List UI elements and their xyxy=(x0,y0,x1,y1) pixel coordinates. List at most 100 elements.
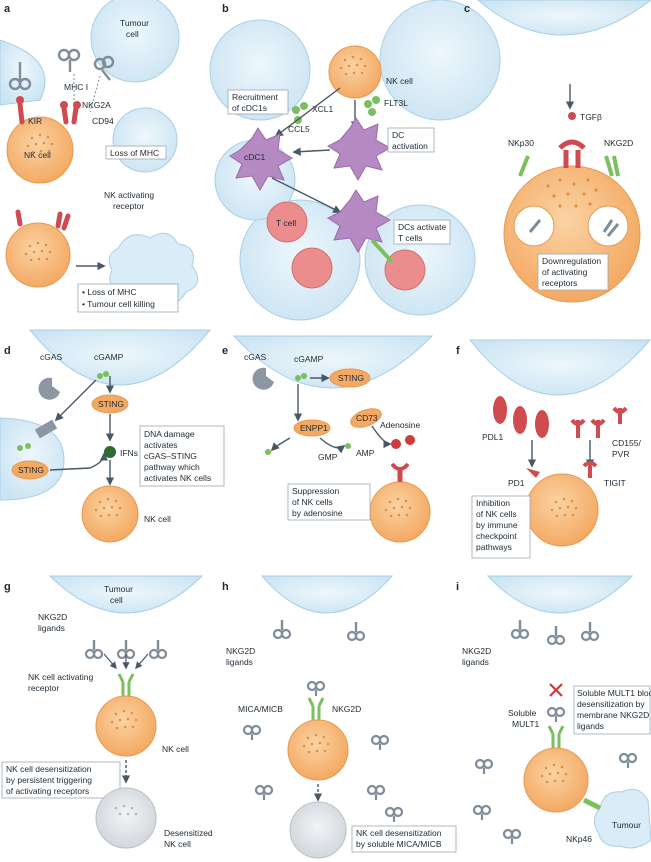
dna-damage-label-4: pathway which xyxy=(144,462,200,472)
tumour-cell-left xyxy=(0,417,65,501)
tumour-cell-top xyxy=(232,335,434,389)
cdc1-label: cDC1 xyxy=(244,152,266,162)
soluble-mult1-label-2: MULT1 xyxy=(512,719,540,729)
panel-letter: e xyxy=(222,345,228,357)
tumour-cell xyxy=(486,575,634,614)
tumour-cell-edge xyxy=(0,39,46,106)
enpp1-enzyme xyxy=(293,419,331,437)
tumour-cell-label: Tumour xyxy=(120,18,149,28)
cgas-label: cGAS xyxy=(244,352,267,362)
dc-cell-bottom xyxy=(327,189,392,254)
sting-top-label: STING xyxy=(98,399,124,409)
panel-h: h NKG2D ligands MICA/MICB NKG2D NK cell … xyxy=(222,575,457,859)
downregulation-label-3: receptors xyxy=(542,278,577,288)
pdl1-label: PDL1 xyxy=(482,432,504,442)
cgas-icon xyxy=(252,367,274,390)
bullet-2: • Tumour cell killing xyxy=(82,299,155,309)
panel-letter: g xyxy=(4,581,11,593)
bullet-1: • Loss of MHC xyxy=(82,287,136,297)
tumour-label: Tumour xyxy=(612,820,641,830)
desensitized-nk-cell xyxy=(289,801,347,859)
nkg2d-ligands-label: NKG2D xyxy=(226,646,255,656)
desensitization-label-2: by persistent triggering xyxy=(6,775,92,785)
panel-letter: b xyxy=(222,3,229,15)
adenosine-dot-2 xyxy=(405,435,415,445)
panel-f: f PDL1 CD155/ PVR PD1 TIGIT Inhibition o… xyxy=(456,339,651,559)
nkg2d-ligands-label-2: ligands xyxy=(226,657,253,667)
panel-d: d cGAS cGAMP STING STING IFNs DNA damage… xyxy=(0,329,225,543)
inhibition-label-4: checkpoint xyxy=(476,531,517,541)
nkg2d-ligands-label-2: ligands xyxy=(38,623,65,633)
tumour-cell-label: Tumour xyxy=(104,584,133,594)
t-cell-label: T cell xyxy=(276,218,296,228)
blocks-label-2: desensitization by xyxy=(577,699,645,709)
suppression-label-3: by adenosine xyxy=(292,508,343,518)
nkg2d-ligands-label: NKG2D xyxy=(462,646,491,656)
nkg2d-ligands-label: NKG2D xyxy=(38,612,67,622)
cgas-label: cGAS xyxy=(40,352,63,362)
tumour-cell xyxy=(48,575,204,614)
nk-cell-label: NK cell xyxy=(386,76,413,86)
inhibition-label: Inhibition xyxy=(476,498,510,508)
inhibition-label-2: of NK cells xyxy=(476,509,517,519)
nk-cell xyxy=(287,719,349,781)
nkg2d-label: NKG2D xyxy=(332,704,361,714)
nk-cell-label: NK cell xyxy=(144,514,171,524)
tumour-cell xyxy=(260,575,394,614)
dcs-activate-label: DCs activate xyxy=(398,222,446,232)
gmp-label: GMP xyxy=(318,452,338,462)
nk-cell xyxy=(525,473,599,547)
xcl1-label: XCL1 xyxy=(312,104,334,114)
tgfb-label: TGFβ xyxy=(580,112,602,122)
nkg2a-label: NKG2A xyxy=(82,100,111,110)
sting xyxy=(329,368,371,388)
enpp1-label: ENPP1 xyxy=(300,423,328,433)
panel-g: g Tumour cell NKG2D ligands NK cell acti… xyxy=(1,575,213,849)
sting-left-label: STING xyxy=(18,465,44,475)
panel-b: b NK cell Recruitment of cDC1s XCL1 FLT3… xyxy=(209,0,501,321)
cd155-label-2: PVR xyxy=(612,449,629,459)
sting-left xyxy=(11,460,49,480)
panel-a: a Tumour cell MHC I NK cell KIR NKG2A CD… xyxy=(0,0,199,313)
nk-cell xyxy=(95,695,157,757)
cd155-label: CD155/ xyxy=(612,438,641,448)
panel-letter: d xyxy=(4,345,11,357)
dna-damage-label: DNA damage xyxy=(144,429,195,439)
amp-label: AMP xyxy=(356,448,375,458)
tumour-cell-small xyxy=(594,788,651,849)
blocks-label-4: ligands xyxy=(577,721,604,731)
nkg2d-label: NKG2D xyxy=(604,138,633,148)
cgas-icon xyxy=(38,377,60,400)
t-cell-3 xyxy=(384,249,426,291)
dc-activation-label: DC xyxy=(392,130,404,140)
sting-top xyxy=(91,394,129,414)
soluble-mult1-label: Soluble xyxy=(508,708,537,718)
tumour-cell-label-2: cell xyxy=(110,595,123,605)
nkp46-label: NKp46 xyxy=(566,834,592,844)
activating-receptor-label: NK activating xyxy=(104,190,154,200)
panel-letter: a xyxy=(4,3,11,15)
nk-cell-label: NK cell xyxy=(162,744,189,754)
activating-receptor-label-2: receptor xyxy=(28,683,59,693)
dc-activated-cell xyxy=(327,117,392,182)
flt3l-label: FLT3L xyxy=(384,98,408,108)
nk-cell-label: NK cell xyxy=(24,150,51,160)
blocks-label: Soluble MULT1 blocks xyxy=(577,688,651,698)
mhc-ligand xyxy=(8,48,115,91)
activating-receptor-label: NK cell activating xyxy=(28,672,93,682)
adenosine-dot xyxy=(391,439,401,449)
nk-cell xyxy=(523,747,589,813)
tumour-cell-top xyxy=(28,329,212,386)
desensitized-label-2: NK cell xyxy=(164,839,191,849)
sting-label: STING xyxy=(338,373,364,383)
nk-cell xyxy=(6,116,74,184)
nkg2a-receptor xyxy=(60,101,81,125)
cd73-enzyme xyxy=(350,408,382,428)
desensitization-label: NK cell desensitization xyxy=(6,764,92,774)
kir-label: KIR xyxy=(28,116,42,126)
tumour-cell-label-2: cell xyxy=(126,29,139,39)
panel-c: c TGFβ NKp30 NKG2D Downregulation of act… xyxy=(464,0,651,303)
downregulation-label-2: of activating xyxy=(542,267,588,277)
dna-damage-label-2: activates xyxy=(144,440,178,450)
